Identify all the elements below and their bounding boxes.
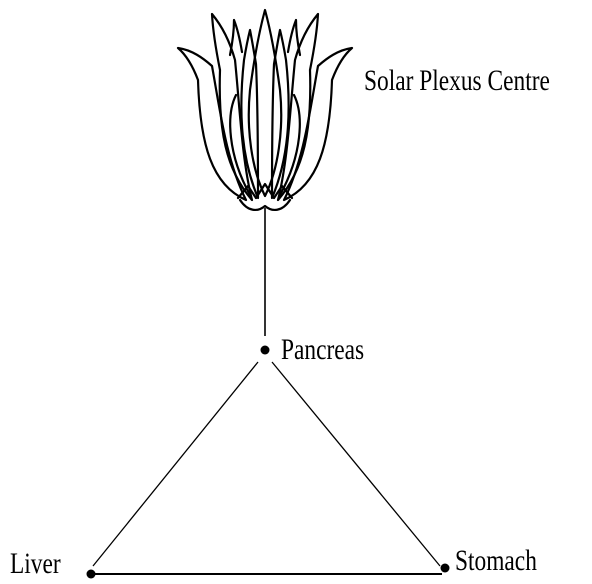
stomach-label: Stomach [455, 546, 537, 576]
right-tip [288, 20, 300, 55]
central-petal [249, 10, 281, 196]
liver-node [87, 570, 96, 579]
liver-label: Liver [10, 549, 61, 579]
pancreas-label: Pancreas [281, 335, 364, 365]
solar-plexus-label: Solar Plexus Centre [364, 66, 550, 96]
lotus-flower-icon [178, 10, 352, 210]
stomach-node [441, 564, 450, 573]
left-tip [230, 20, 242, 55]
edge-pancreas-stomach [272, 362, 440, 566]
edge-pancreas-liver [93, 362, 258, 566]
pancreas-node [261, 346, 270, 355]
